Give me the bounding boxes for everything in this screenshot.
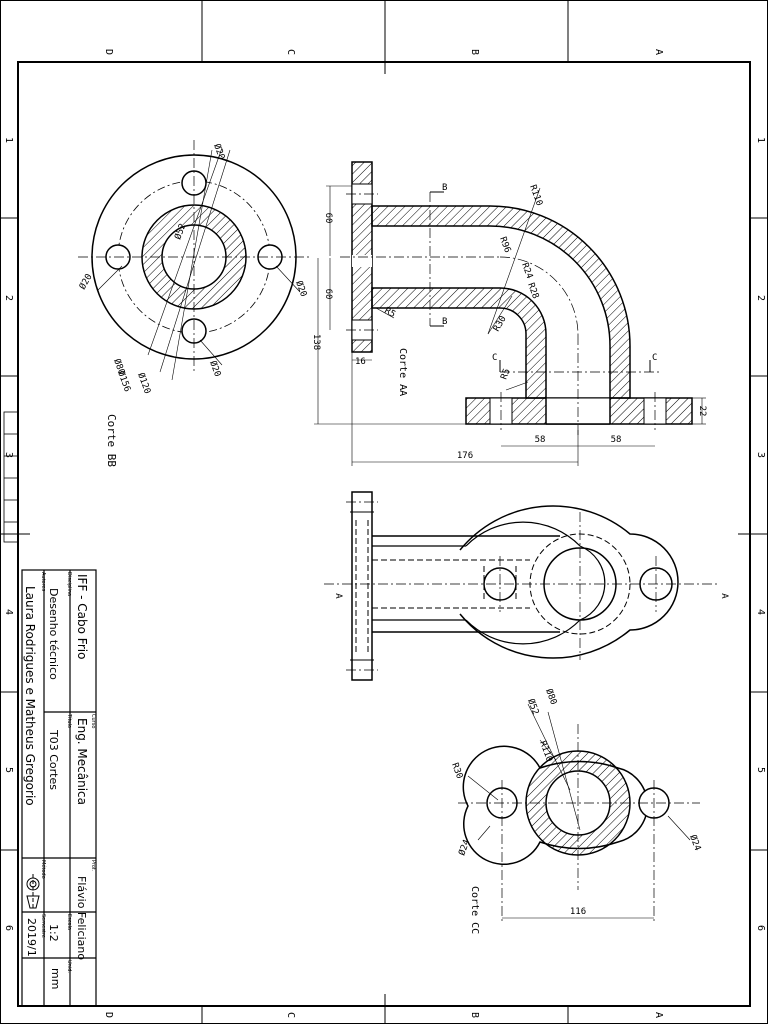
tb-label-date: Semestre [40,914,46,938]
zone-letter-top: C [285,49,296,55]
dim-aa-60b: 60 [323,289,333,300]
dim-aa-r5a: R5 [383,306,397,320]
zone-number-right: 6 [755,925,766,931]
zone-number-right: 1 [755,137,766,143]
projection-method-icon [26,874,40,910]
label-corte-aa: Corte AA [397,348,408,396]
zone-letter-bottom: C [285,1012,296,1018]
zone-letter-bottom: D [103,1012,114,1018]
section-mark-c-left: C [492,353,497,363]
dim-bb-1: Ø20 [77,272,95,292]
tb-label-title: Título [66,713,73,728]
tb-authors: Laura Rodrigues e Matheus Gregorio [23,586,37,806]
view-corte-cc: Ø80 Ø52 R110 R30 Ø24 Ø24 116 Corte CC [449,687,703,934]
dim-aa-16: 16 [355,357,366,367]
zone-number-left: 4 [3,609,14,615]
dim-bb-3: Ø20 [207,359,223,378]
tb-date: 2019/1 [25,918,38,957]
zone-number-left: 6 [3,925,14,931]
tb-label-subject: Disciplina [66,572,72,596]
tb-scale: 1:2 [47,924,60,942]
dim-bb-6: Ø80 [111,357,127,376]
dim-aa-60a: 60 [323,213,333,224]
tb-label-professor: Prof. [90,860,96,871]
dim-bb-2: Ø20 [293,279,309,298]
tb-unit: mm [49,968,62,989]
dim-bb-5: Ø52 [172,222,188,241]
tb-title: T03 Cortes [47,729,60,790]
dim-cc-0: Ø80 [543,687,559,706]
dim-aa-176: 176 [457,451,473,461]
dim-bb-7: Ø156 [115,369,133,393]
tb-course: Eng. Mecânica [75,718,89,805]
side-ruler [3,411,19,543]
dim-cc-6: 116 [570,907,586,917]
zone-number-left: 1 [3,137,14,143]
tb-label-authors: Autores [40,572,46,592]
tb-label-method: Método [40,860,47,879]
zone-letter-top: A [653,49,664,55]
dim-cc-1: Ø52 [525,697,541,716]
section-mark-a-right: A [719,593,729,599]
dim-aa-r5b: R5 [499,367,512,381]
zone-letter-bottom: B [469,1012,480,1018]
tb-institution: IFF - Cabo Frio [75,574,89,659]
tb-label-scale: Escala [66,914,72,930]
zone-number-left: 2 [3,295,14,301]
tb-subject: Desenho técnico [47,588,60,680]
title-block: Curso Prof. Disciplina Título Escala Uni… [21,569,97,1007]
dim-bb-0: Ø20 [211,142,227,161]
tb-professor: Flávio Feliciano [75,876,88,960]
dim-cc-2: R110 [537,740,554,764]
view-corte-aa: B B C C 60 60 [311,161,707,466]
zone-number-right: 3 [755,452,766,458]
dim-aa-58b: 58 [611,435,622,445]
tb-label-course: Curso [90,714,96,728]
section-mark-b-top: B [442,183,447,193]
zone-number-right: 5 [755,767,766,773]
dim-aa-r24: R24 [519,262,534,281]
label-corte-cc: Corte CC [469,886,480,934]
label-corte-bb: Corte BB [105,414,118,467]
dim-aa-138: 138 [311,334,321,350]
dim-cc-4: Ø24 [456,838,472,857]
dim-aa-r96: R96 [497,236,512,255]
section-mark-a-left: A [333,593,343,599]
dim-cc-5: Ø24 [687,833,703,852]
dim-cc-3: R30 [449,762,464,781]
zone-letter-bottom: A [653,1012,664,1018]
dim-aa-58a: 58 [535,435,546,445]
zone-number-right: 2 [755,295,766,301]
section-mark-b-bottom: B [442,317,447,327]
top-section-marks: A A [333,593,729,599]
section-mark-c-right: C [652,353,657,363]
tb-label-unit: Unid. [66,960,72,973]
zone-number-left: 5 [3,767,14,773]
view-top [324,491,720,681]
dim-bb-8: Ø120 [135,371,153,395]
dim-aa-r110: R110 [527,184,544,208]
zone-letter-top: B [469,49,480,55]
dim-aa-22: 22 [697,406,707,417]
zone-number-right: 4 [755,609,766,615]
dim-aa-r30: R30 [492,314,509,333]
zone-number-left: 3 [3,452,14,458]
view-corte-bb: Ø20 Ø20 Ø20 Ø20 Ø52 Ø80 Ø156 Ø120 Corte … [77,140,312,467]
zone-letter-top: D [103,49,114,55]
